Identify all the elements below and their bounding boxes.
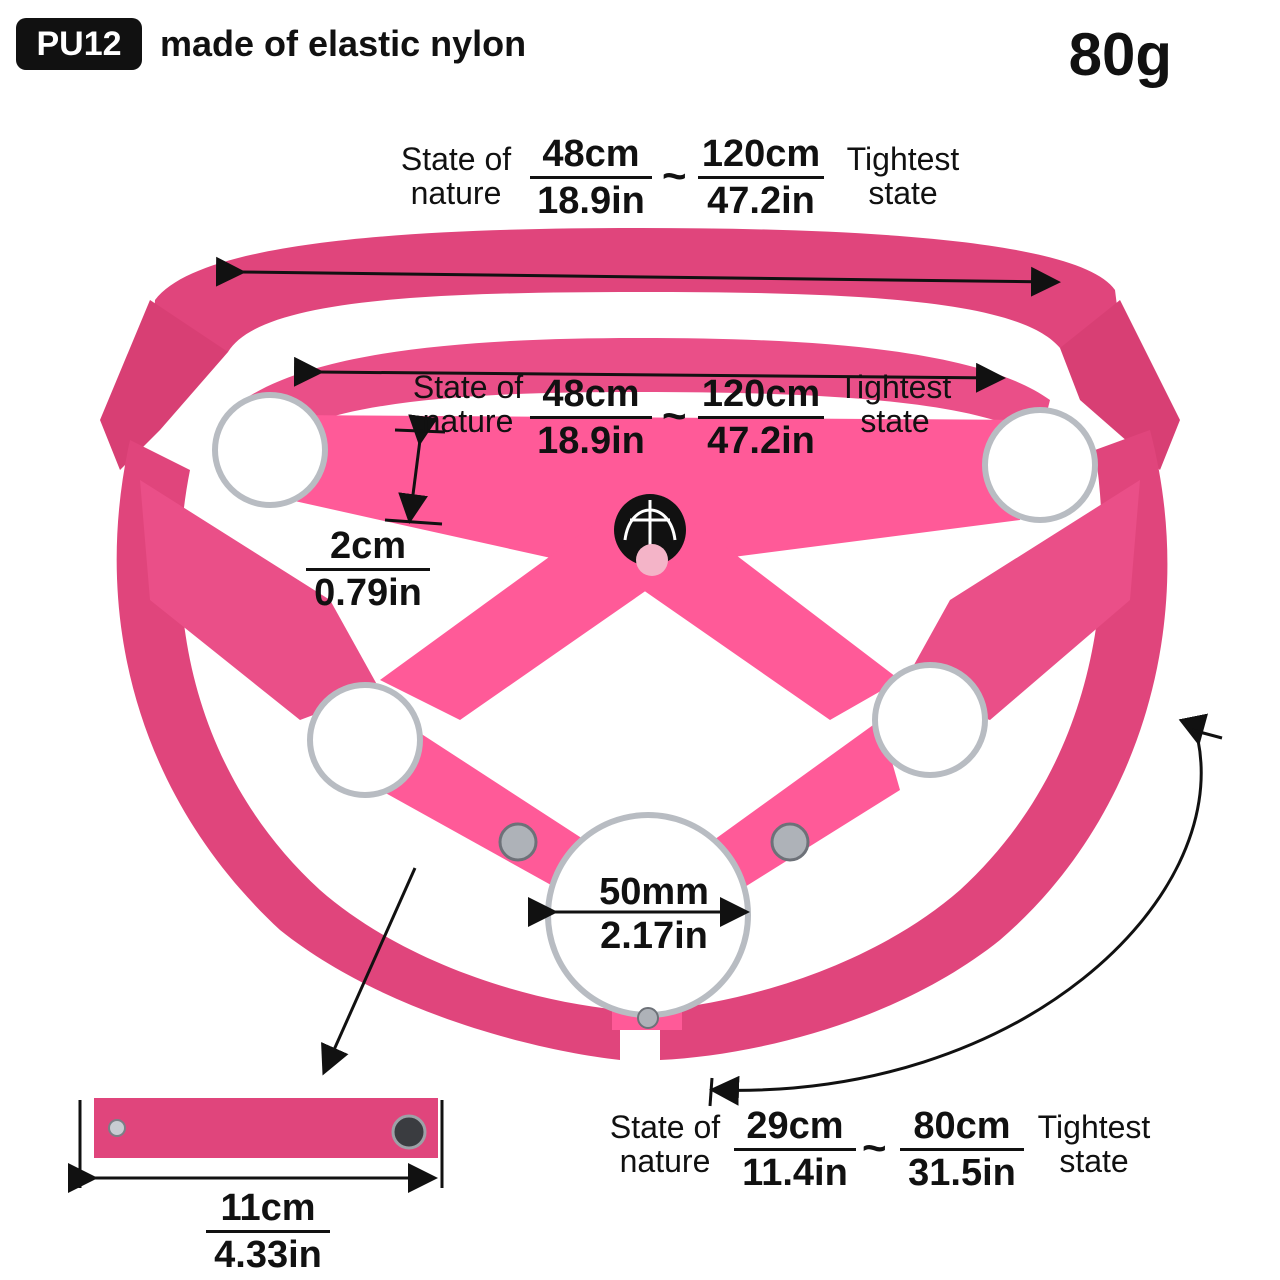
top-waist-right-label-line2: state: [868, 175, 938, 211]
lower-strap-left: [380, 720, 600, 890]
top-waist-arrow: [215, 256, 1061, 297]
top-waist-tight-cm: 120cm: [698, 132, 824, 179]
strap-width-cm: 2cm: [306, 524, 430, 571]
product-code-badge: PU12: [16, 18, 142, 70]
snap-strap-length-in: 4.33in: [214, 1234, 322, 1276]
second-waist-natural-in: 18.9in: [537, 420, 645, 462]
second-waist-left-label-line2: nature: [422, 403, 514, 439]
second-waist-right-label: Tightest state: [828, 370, 962, 438]
snap-strap: [94, 1098, 438, 1158]
top-waistband-side-left: [100, 300, 228, 470]
top-waist-separator: ~: [662, 152, 687, 199]
second-waist-tight-in: 47.2in: [707, 420, 815, 462]
top-waistband-side-right: [1060, 300, 1180, 470]
ring-diameter: 50mm 2.17in: [590, 870, 718, 958]
product-weight: 80g: [1068, 21, 1172, 88]
top-waist-left-label-line1: State of: [400, 141, 512, 177]
top-waist-left-label: State of nature: [396, 142, 516, 210]
snap-button-left: [498, 822, 538, 862]
ring-diameter-mm: 50mm: [599, 871, 709, 913]
cross-strap-right: [600, 520, 900, 720]
strap-width-arrow: [398, 414, 438, 524]
top-waist-tight-in: 47.2in: [707, 180, 815, 222]
second-waist-arrow: [293, 356, 1006, 393]
second-waist-right-label-line1: Tightest: [838, 369, 952, 405]
ring-lower-left: [307, 682, 423, 798]
snap-strap-button: [391, 1114, 427, 1150]
leg-strap-right-label-line2: state: [1059, 1143, 1129, 1179]
top-waist-tight: 120cm 47.2in: [698, 132, 824, 223]
second-waist-tight-cm: 120cm: [698, 372, 824, 419]
leg-strap-tight-in: 31.5in: [908, 1152, 1016, 1194]
leg-strap-right-label-line1: Tightest: [1037, 1109, 1151, 1145]
top-waist-natural: 48cm 18.9in: [530, 132, 652, 223]
ring-diameter-in: 2.17in: [600, 915, 708, 957]
leg-strap-natural-cm: 29cm: [734, 1104, 856, 1151]
leg-strap-left-label: State of nature: [602, 1110, 728, 1178]
second-waist-left-label: State of nature: [406, 370, 530, 438]
top-waist-natural-cm: 48cm: [530, 132, 652, 179]
leg-strap-right-label: Tightest state: [1028, 1110, 1160, 1178]
leg-strap-separator: ~: [862, 1124, 887, 1171]
second-waist-left-label-line1: State of: [412, 369, 524, 405]
snap-button-right: [770, 822, 810, 862]
top-waist-natural-in: 18.9in: [537, 180, 645, 222]
snap-button-bottom: [637, 1007, 659, 1029]
leg-strap-natural-in: 11.4in: [742, 1152, 848, 1194]
leg-strap-left-label-line2: nature: [619, 1143, 711, 1179]
second-waist-separator: ~: [662, 392, 687, 439]
ring-upper-left: [212, 392, 328, 508]
snap-strap-length-cm: 11cm: [206, 1186, 330, 1233]
snap-strap-stud: [108, 1119, 126, 1137]
top-waist-right-label-line1: Tightest: [846, 141, 960, 177]
right-side-strap: [900, 480, 1140, 720]
leg-strap-left-label-line1: State of: [609, 1109, 721, 1145]
top-waist-left-label-line2: nature: [410, 175, 502, 211]
second-waist-tight: 120cm 47.2in: [698, 372, 824, 463]
leg-strap-tight: 80cm 31.5in: [900, 1104, 1024, 1195]
ring-lower-right: [872, 662, 988, 778]
strap-width-in: 0.79in: [314, 572, 422, 614]
left-side-strap: [140, 480, 380, 720]
top-waist-right-label: Tightest state: [836, 142, 970, 210]
cross-strap-left: [380, 520, 690, 720]
second-waist-natural-cm: 48cm: [530, 372, 652, 419]
front-band: [280, 415, 1030, 560]
snap-strap-length: 11cm 4.33in: [206, 1186, 330, 1277]
leg-strap-arrow: [709, 713, 1209, 1106]
material-description: made of elastic nylon: [160, 23, 527, 64]
pointer-arrow: [321, 867, 417, 1076]
second-waist-natural: 48cm 18.9in: [530, 372, 652, 463]
second-waist-right-label-line2: state: [860, 403, 930, 439]
ring-upper-right: [982, 407, 1098, 523]
leg-strap-natural: 29cm 11.4in: [734, 1104, 856, 1195]
leg-strap-tight-cm: 80cm: [900, 1104, 1024, 1151]
strap-width: 2cm 0.79in: [306, 524, 430, 615]
